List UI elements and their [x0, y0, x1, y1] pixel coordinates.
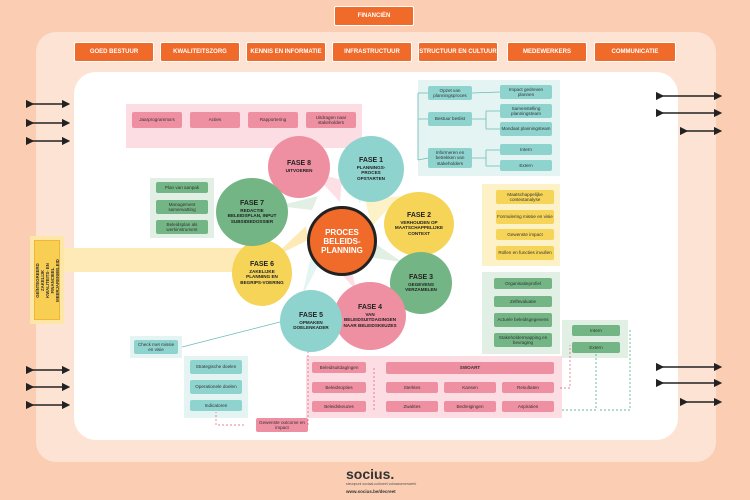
- center-line1: PROCES: [325, 227, 359, 237]
- phase-4-sub: VAN BELEIDSUITDAGINGEN NAAR BELEIDSKEUZE…: [343, 312, 397, 328]
- zone-fase6-band: [38, 248, 248, 272]
- swoart-zwaktes: Zwaktes: [386, 401, 438, 412]
- f1-box-mandaat: Mandaat planningsteam: [500, 122, 552, 136]
- phase-3-title: FASE 3: [408, 273, 434, 281]
- f3-box-zelfevaluatie: Zelfevaluatie: [494, 296, 552, 307]
- phase-5-circle: FASE 5 OPMAKEN DOELENKADER: [280, 290, 342, 352]
- f1-box-intern: Intern: [500, 144, 552, 155]
- f3-box-stakeholdermapping: Stakeholdermapping en bevraging: [494, 333, 552, 347]
- f8-box-rapportering: Rapportering: [248, 112, 298, 128]
- f8-box-jaarprogrammas: Jaarprogramma's: [132, 112, 182, 128]
- f2-box-rollen: Rollen en functies invullen: [496, 246, 554, 260]
- phase-5-sub: OPMAKEN DOELENKADER: [293, 319, 329, 330]
- footer-logo: socius.: [346, 466, 395, 482]
- f5-check: Check met missie en visie: [134, 340, 178, 354]
- tab-kennis-informatie: KENNIS EN INFORMATIE: [246, 42, 326, 62]
- tab-kwaliteitszorg: KWALITEITSZORG: [160, 42, 240, 62]
- f3-box-beleidsgegevens: Actuele beleidsgegevens: [494, 313, 552, 327]
- phase-1-circle: FASE 1 PLANNINGS-PROCES OPSTARTEN: [338, 136, 404, 202]
- phase-8-circle: FASE 8 UITVOEREN: [268, 136, 330, 198]
- phase-6-title: FASE 6: [249, 261, 275, 269]
- f1-box-impact: Impact gedreven plannen: [500, 85, 552, 99]
- phase-4-title: FASE 4: [357, 304, 383, 312]
- phase-8-sub: UITVOEREN: [285, 168, 313, 174]
- phase-7-sub: REDACTIE BELEIDSPLAN, INPUT SUBSIDIEDOSS…: [227, 208, 277, 224]
- f1-box-informeren: Informeren en betrekken van stakeholders: [428, 148, 472, 168]
- f3-box-intern: Intern: [572, 325, 620, 336]
- swoart-sterktes: Sterktes: [386, 382, 438, 393]
- swoart-resultaten: Resultaten: [502, 382, 554, 393]
- bottom-note: Gewenste outcome en impact: [256, 418, 308, 432]
- phase-4-circle: FASE 4 VAN BELEIDSUITDAGINGEN NAAR BELEI…: [334, 282, 406, 350]
- phase-1-title: FASE 1: [358, 157, 384, 165]
- f5-box-strategisch: Strategische doelen: [190, 360, 242, 374]
- phase-2-title: FASE 2: [406, 212, 432, 220]
- phase-5-title: FASE 5: [298, 311, 324, 319]
- phase-7-title: FASE 7: [239, 200, 265, 208]
- phase-7-circle: FASE 7 REDACTIE BELEIDSPLAN, INPUT SUBSI…: [216, 178, 288, 246]
- f2-box-missie: Formulering missie en visie: [496, 210, 554, 224]
- f3-box-organisatieprofiel: Organisatieprofiel: [494, 278, 552, 289]
- f4-box-keuzes: Beleidskeuzes: [312, 401, 366, 412]
- phase-3-sub: GEGEVENS VERZAMELEN: [405, 281, 437, 292]
- tab-medewerkers: MEDEWERKERS: [507, 42, 587, 62]
- swoart-kansen: Kansen: [444, 382, 496, 393]
- f2-box-impact: Gewenste impact: [496, 229, 554, 240]
- f7-box-beleidsplan: Beleidsplan als werkinstrument: [156, 220, 208, 234]
- phase-6-sub: ZAKELIJKE PLANNING EN BEGRIPS-VOERING: [240, 269, 284, 285]
- f1-box-samenstelling: Samenstelling planningsteam: [500, 104, 552, 118]
- center-line2: BELEIDS-: [323, 236, 361, 246]
- f8-box-uitdragen: Uitdragen naar stakeholders: [306, 112, 356, 128]
- tab-goed-bestuur: GOED BESTUUR: [74, 42, 154, 62]
- footer-tagline: steunpunt sociaal-cultureel volwassenenw…: [346, 482, 417, 486]
- swoart-title: SWOART: [386, 362, 554, 374]
- tab-structuur-cultuur: STRUCTUUR EN CULTUUR: [418, 42, 498, 62]
- phase-1-sub: PLANNINGS-PROCES OPSTARTEN: [356, 165, 386, 181]
- f1-box-opzet: Opzet van planningsproces: [428, 86, 472, 100]
- f1-box-bestuur: Bestuur beslist: [428, 112, 472, 126]
- financien-tab: FINANCIËN: [334, 6, 414, 26]
- swoart-bedreigingen: Bedreigingen: [444, 401, 496, 412]
- f7-box-plan-van-aanpak: Plan van aanpak: [156, 182, 208, 193]
- phase-2-sub: VERHOUDEN OP MAATSCHAPPELIJKE CONTEXT: [394, 220, 444, 236]
- f4-box-uitdagingen: Beleidsuitdagingen: [312, 362, 366, 373]
- tab-communicatie: COMMUNICATIE: [594, 42, 676, 62]
- f7-box-management: Management samenvatting: [156, 200, 208, 214]
- f3-box-extern: Extern: [572, 342, 620, 353]
- phase-8-title: FASE 8: [286, 160, 312, 168]
- f5-box-indicatoren: Indicatoren: [190, 400, 242, 411]
- tab-infrastructuur: INFRASTRUCTUUR: [332, 42, 412, 62]
- center-line3: PLANNING: [321, 245, 363, 255]
- f2-box-context: Maatschappelijke contextanalyse: [496, 190, 554, 204]
- footer-url: www.socius.be/decreet: [346, 489, 396, 494]
- phase-2-circle: FASE 2 VERHOUDEN OP MAATSCHAPPELIJKE CON…: [384, 192, 454, 256]
- f1-box-extern: Extern: [500, 160, 552, 171]
- phase-6-circle: FASE 6 ZAKELIJKE PLANNING EN BEGRIPS-VOE…: [232, 240, 292, 306]
- f6-side-label: GEÏNTEGREERD ZAKELIJK KWALITEITS- EN FIN…: [34, 240, 60, 320]
- f4-box-opties: Beleidsopties: [312, 382, 366, 393]
- f8-box-acties: Acties: [190, 112, 240, 128]
- center-circle: PROCES BELEIDS- PLANNING: [307, 206, 377, 276]
- swoart-aspiraties: Aspiraties: [502, 401, 554, 412]
- f5-box-operationeel: Operationele doelen: [190, 380, 242, 394]
